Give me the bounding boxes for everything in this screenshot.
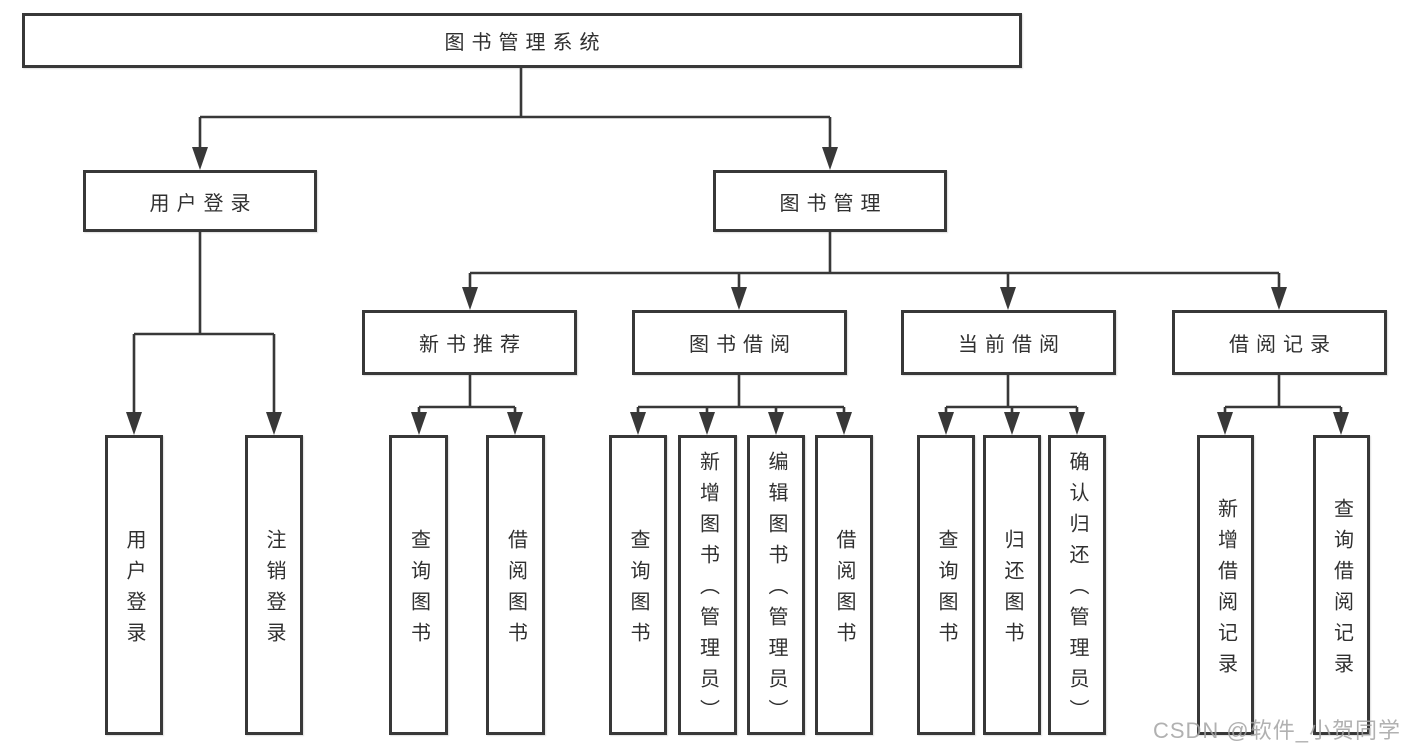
connector-borrowing-records-branch — [1217, 375, 1349, 435]
node-root-label: 图书管理系统 — [444, 32, 607, 54]
node-current-borrowing-label: 当前借阅 — [958, 334, 1066, 356]
node-book-borrowing: 图书借阅 — [632, 310, 847, 375]
leaf-recommend-query-books: 查询图书 — [389, 435, 448, 735]
leaf-logout-label: 注销登录 — [263, 528, 285, 653]
node-user-login-label: 用户登录 — [149, 192, 258, 215]
leaf-logout: 注销登录 — [245, 435, 303, 735]
leaf-recommend-borrow-books-label: 借阅图书 — [504, 528, 527, 653]
node-book-borrowing-label: 图书借阅 — [689, 334, 797, 356]
arrowhead — [1271, 287, 1287, 310]
leaf-borrowing-query-books: 查询图书 — [609, 435, 667, 735]
leaf-add-borrow-record-label: 新增借阅记录 — [1214, 497, 1237, 684]
leaf-return-books-label: 归还图书 — [1001, 528, 1023, 653]
node-user-login: 用户登录 — [83, 170, 317, 232]
arrowhead — [1004, 412, 1020, 435]
leaf-add-borrow-record: 新增借阅记录 — [1197, 435, 1254, 735]
leaf-add-books-admin-label: 新增图书（管理员） — [696, 451, 719, 730]
connector-book-borrowing-branch — [630, 375, 852, 435]
arrowhead — [731, 287, 747, 310]
arrowhead — [126, 412, 142, 435]
leaf-borrowing-query-books-label: 查询图书 — [627, 528, 649, 653]
leaf-edit-books-admin-label: 编辑图书（管理员） — [765, 451, 787, 730]
arrowhead — [1333, 412, 1349, 435]
leaf-query-borrow-record: 查询借阅记录 — [1313, 435, 1370, 735]
connector-new-book-recommend-branch — [411, 375, 523, 435]
leaf-user-login-label: 用户登录 — [123, 528, 145, 653]
arrowhead — [1000, 287, 1016, 310]
arrowhead — [192, 147, 208, 170]
connector-current-borrowing-branch — [938, 375, 1085, 435]
arrowhead — [1069, 412, 1085, 435]
node-borrowing-records-label: 借阅记录 — [1229, 334, 1337, 356]
leaf-query-borrow-record-label: 查询借阅记录 — [1330, 497, 1353, 684]
leaf-borrowing-borrow-books-label: 借阅图书 — [833, 528, 855, 653]
connector-book-management-branch — [462, 232, 1287, 310]
leaf-confirm-return-admin: 确认归还（管理员） — [1048, 435, 1106, 735]
node-borrowing-records: 借阅记录 — [1172, 310, 1387, 375]
leaf-recommend-query-books-label: 查询图书 — [407, 528, 430, 653]
arrowhead — [630, 412, 646, 435]
leaf-user-login: 用户登录 — [105, 435, 163, 735]
arrowhead — [411, 412, 427, 435]
leaf-current-query-books-label: 查询图书 — [935, 528, 957, 653]
leaf-add-books-admin: 新增图书（管理员） — [678, 435, 737, 735]
connector-root-to-level2 — [192, 68, 838, 170]
node-current-borrowing: 当前借阅 — [901, 310, 1116, 375]
arrowhead — [836, 412, 852, 435]
node-book-management-label: 图书管理 — [779, 192, 888, 215]
leaf-return-books: 归还图书 — [983, 435, 1041, 735]
arrowhead — [266, 412, 282, 435]
arrowhead — [507, 412, 523, 435]
leaf-edit-books-admin: 编辑图书（管理员） — [747, 435, 805, 735]
node-root: 图书管理系统 — [22, 13, 1022, 68]
leaf-recommend-borrow-books: 借阅图书 — [486, 435, 545, 735]
connector-user-login-branch — [126, 232, 282, 435]
node-book-management: 图书管理 — [713, 170, 947, 232]
arrowhead — [822, 147, 838, 170]
node-new-book-recommend-label: 新书推荐 — [419, 334, 527, 356]
arrowhead — [1217, 412, 1233, 435]
leaf-confirm-return-admin-label: 确认归还（管理员） — [1066, 451, 1088, 730]
leaf-borrowing-borrow-books: 借阅图书 — [815, 435, 873, 735]
arrowhead — [462, 287, 478, 310]
arrowhead — [938, 412, 954, 435]
leaf-current-query-books: 查询图书 — [917, 435, 975, 735]
arrowhead — [699, 412, 715, 435]
arrowhead — [768, 412, 784, 435]
node-new-book-recommend: 新书推荐 — [362, 310, 577, 375]
